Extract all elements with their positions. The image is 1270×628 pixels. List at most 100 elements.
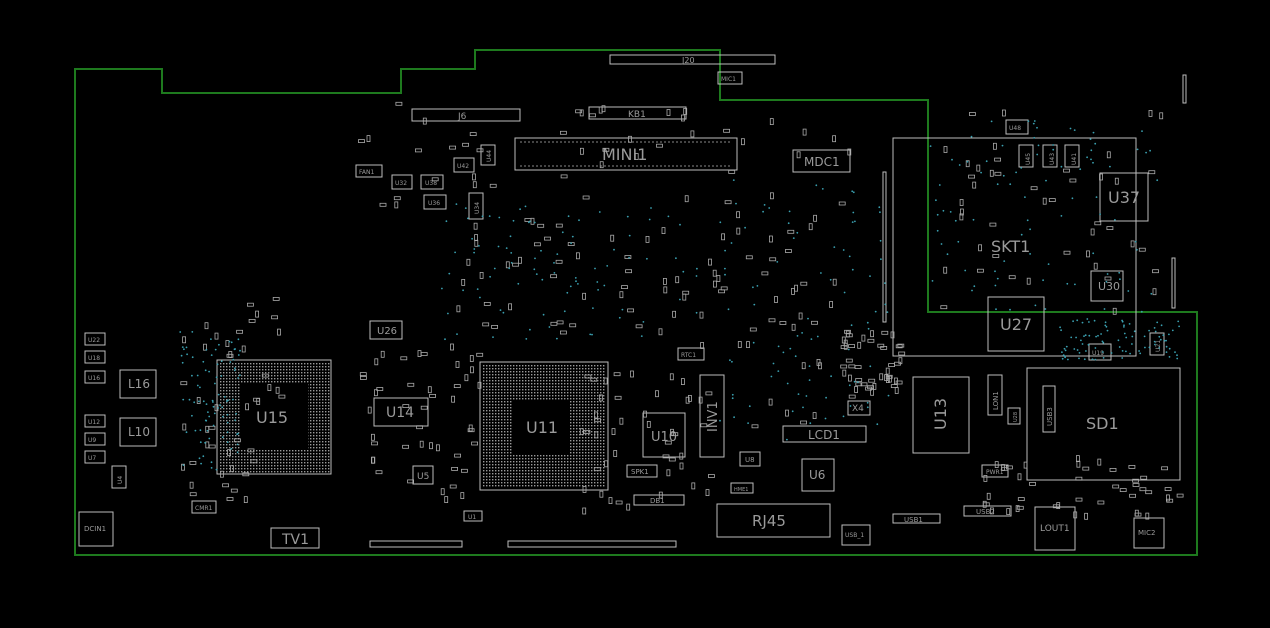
u10[interactable]	[642, 412, 686, 458]
side-connector-left	[882, 171, 887, 323]
label-dcin1: DCIN1	[84, 525, 106, 533]
label-sd1: SD1	[1086, 414, 1119, 433]
connector-lcd1[interactable]	[782, 425, 867, 443]
mdc1[interactable]	[792, 149, 851, 173]
u1[interactable]	[463, 510, 483, 522]
u21[interactable]	[1149, 332, 1165, 356]
u22[interactable]	[84, 332, 106, 346]
connector-rj45[interactable]	[716, 503, 831, 538]
label-u4: U4	[117, 476, 124, 484]
connector-j20[interactable]	[609, 54, 776, 65]
u16[interactable]	[84, 370, 106, 384]
u45[interactable]	[1018, 144, 1034, 168]
label-u42: U42	[457, 163, 469, 170]
label-u34: U34	[474, 202, 481, 214]
u9[interactable]	[84, 432, 106, 446]
label-skt1: SKT1	[991, 237, 1030, 256]
u26[interactable]	[369, 320, 403, 340]
label-u5: U5	[417, 472, 429, 482]
label-u45: U45	[1025, 153, 1032, 165]
label-j6: J6	[457, 112, 467, 122]
small-components	[180, 101, 1184, 520]
bga-u11[interactable]: U11	[479, 361, 609, 491]
fan1[interactable]	[355, 164, 383, 178]
sd1[interactable]	[1026, 367, 1181, 481]
socket-skt1[interactable]	[892, 137, 1137, 357]
connector-usb1[interactable]	[892, 513, 941, 524]
u44[interactable]	[480, 144, 496, 166]
u41[interactable]	[1064, 144, 1080, 168]
u28[interactable]	[1007, 407, 1021, 425]
x4[interactable]	[847, 400, 871, 416]
label-u27: U27	[1000, 315, 1032, 334]
label-rtc1: RTC1	[681, 352, 696, 359]
u7[interactable]	[84, 450, 106, 464]
usb3[interactable]	[1042, 385, 1056, 433]
label-j20: J20	[681, 56, 695, 65]
dcin1[interactable]	[78, 511, 114, 547]
u32[interactable]	[391, 174, 413, 190]
label-kb1: KB1	[628, 110, 646, 120]
bottom-connector-right[interactable]	[507, 540, 677, 548]
label-u7: U7	[88, 455, 96, 462]
u27[interactable]	[987, 296, 1045, 352]
label-u26: U26	[377, 326, 397, 337]
u6[interactable]	[801, 458, 835, 492]
label-u11: U11	[526, 418, 558, 437]
u30[interactable]	[1090, 270, 1124, 302]
label-u15: U15	[256, 408, 288, 427]
label-u44: U44	[486, 150, 493, 162]
u14[interactable]	[373, 397, 429, 427]
u4[interactable]	[111, 465, 127, 489]
spk1[interactable]	[626, 464, 658, 478]
l10[interactable]	[119, 417, 157, 447]
label-u32: U32	[395, 180, 407, 187]
hme1[interactable]	[730, 482, 754, 494]
connector-j6[interactable]	[411, 108, 521, 122]
u8[interactable]	[739, 451, 761, 467]
label-usb-1: USB_1	[845, 532, 864, 539]
label-l16: L16	[128, 377, 150, 391]
u19[interactable]	[1088, 343, 1112, 361]
usb-1[interactable]	[841, 524, 871, 546]
l16[interactable]	[119, 369, 157, 399]
mic1[interactable]	[717, 71, 743, 85]
label-usb1: USB1	[904, 516, 923, 524]
label-lon1: LON1	[992, 391, 1000, 410]
label-u43: U43	[1049, 153, 1056, 165]
u36[interactable]	[423, 194, 447, 210]
bga-u15[interactable]: U15	[216, 359, 332, 475]
top-right-connector	[1182, 74, 1187, 104]
u48[interactable]	[1005, 119, 1029, 135]
label-u14: U14	[386, 405, 414, 421]
label-u21: U21	[1155, 340, 1162, 352]
u5[interactable]	[412, 465, 434, 485]
cmr1[interactable]	[191, 500, 217, 514]
u13[interactable]	[912, 376, 970, 454]
label-u6: U6	[809, 468, 825, 482]
label-mic1: MIC1	[721, 76, 736, 83]
label-u37: U37	[1108, 188, 1140, 207]
label-usb3: USB3	[1046, 407, 1054, 426]
label-u13: U13	[931, 398, 950, 430]
lout1[interactable]	[1034, 506, 1076, 551]
label-fan1: FAN1	[359, 169, 374, 176]
u18[interactable]	[84, 350, 106, 364]
u37[interactable]	[1099, 172, 1149, 222]
label-u8: U8	[745, 456, 755, 464]
u12[interactable]	[84, 414, 106, 428]
slot-mini1[interactable]	[514, 137, 738, 171]
u34[interactable]	[468, 192, 484, 220]
rtc1[interactable]	[677, 347, 705, 361]
connector-kb1[interactable]	[588, 106, 687, 120]
inv1[interactable]	[699, 374, 725, 458]
u43[interactable]	[1042, 144, 1058, 168]
u42[interactable]	[453, 157, 475, 173]
lon1[interactable]	[987, 374, 1003, 416]
u38[interactable]	[420, 174, 444, 190]
label-u19: U19	[1092, 350, 1104, 357]
label-u41: U41	[1071, 153, 1078, 165]
tv1[interactable]	[270, 527, 320, 549]
bottom-connector-left[interactable]	[369, 540, 463, 548]
